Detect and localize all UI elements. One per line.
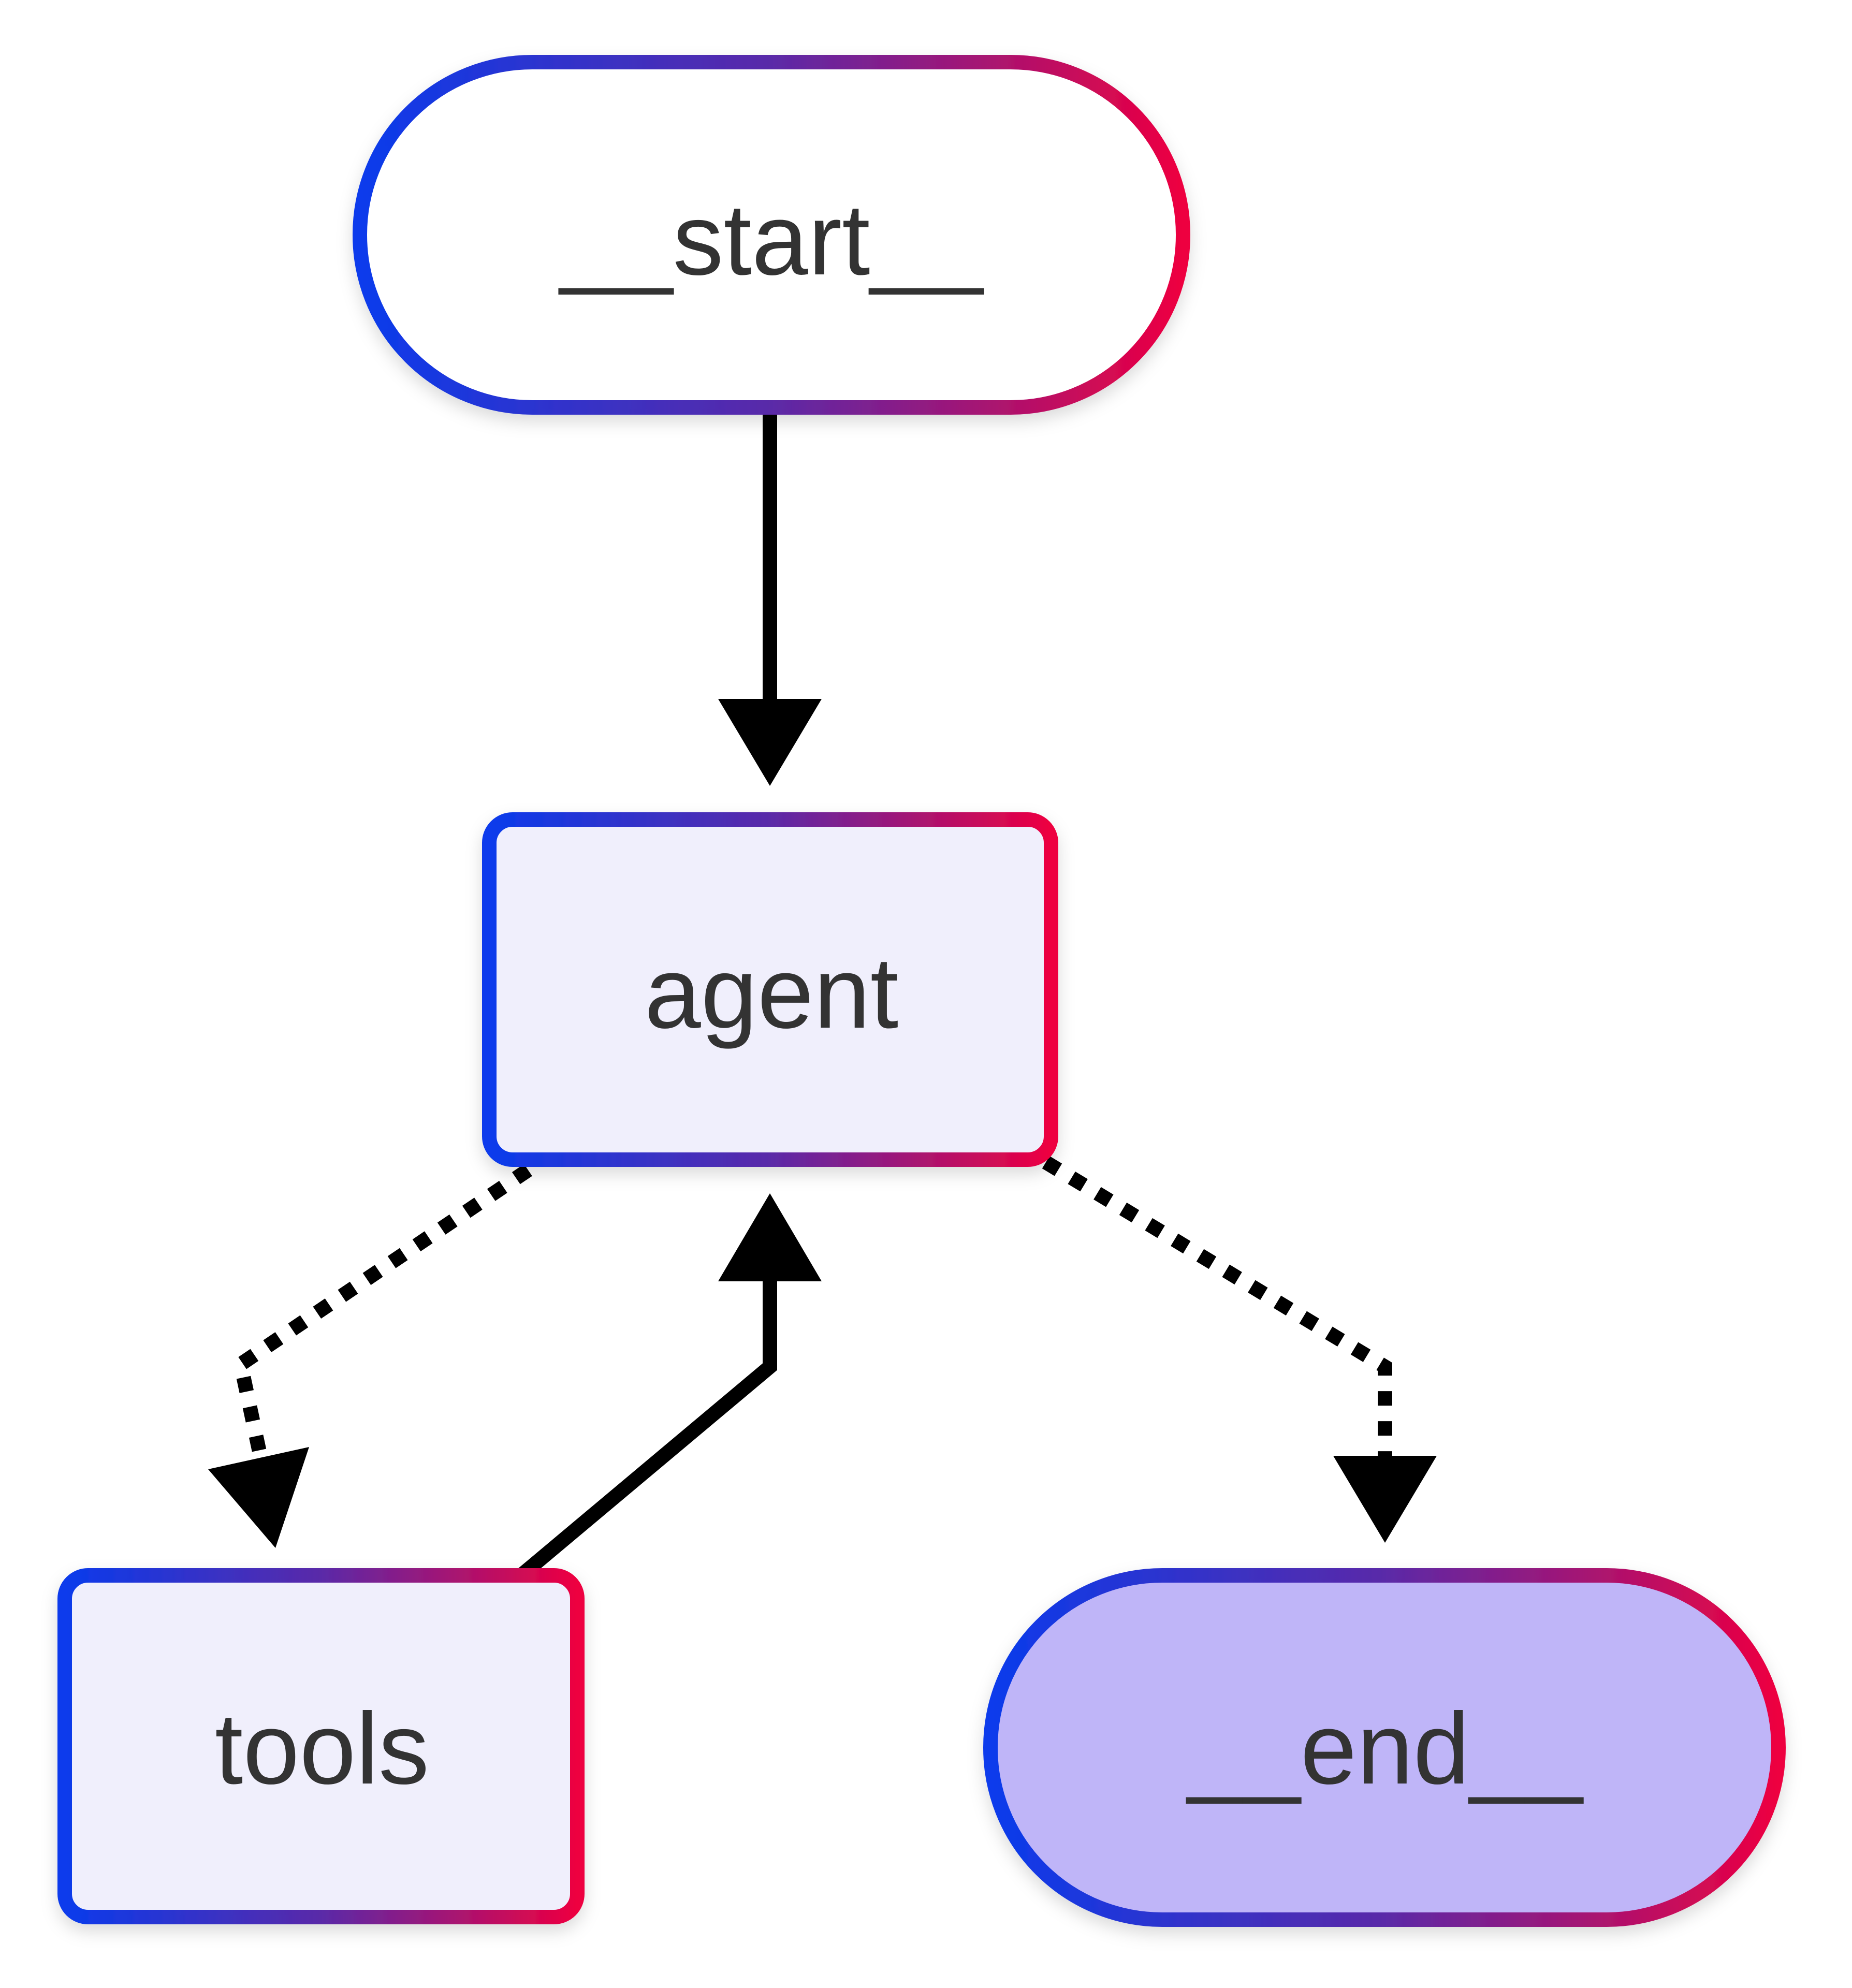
node-agent-label: agent — [645, 936, 898, 1049]
node-end[interactable] — [983, 1568, 1786, 1927]
node-end-label: __end__ — [1186, 1692, 1584, 1805]
edge-agent-to-tools — [208, 1164, 532, 1548]
node-start[interactable] — [353, 55, 1190, 415]
edge-tools-to-agent — [518, 1193, 822, 1580]
node-agent[interactable] — [482, 812, 1058, 1167]
edge-start-to-agent — [718, 409, 822, 786]
edge-agent-to-end — [1042, 1156, 1437, 1543]
node-tools-label: tools — [215, 1692, 429, 1805]
node-tools[interactable] — [57, 1568, 585, 1924]
node-start-label: __start__ — [558, 183, 984, 296]
